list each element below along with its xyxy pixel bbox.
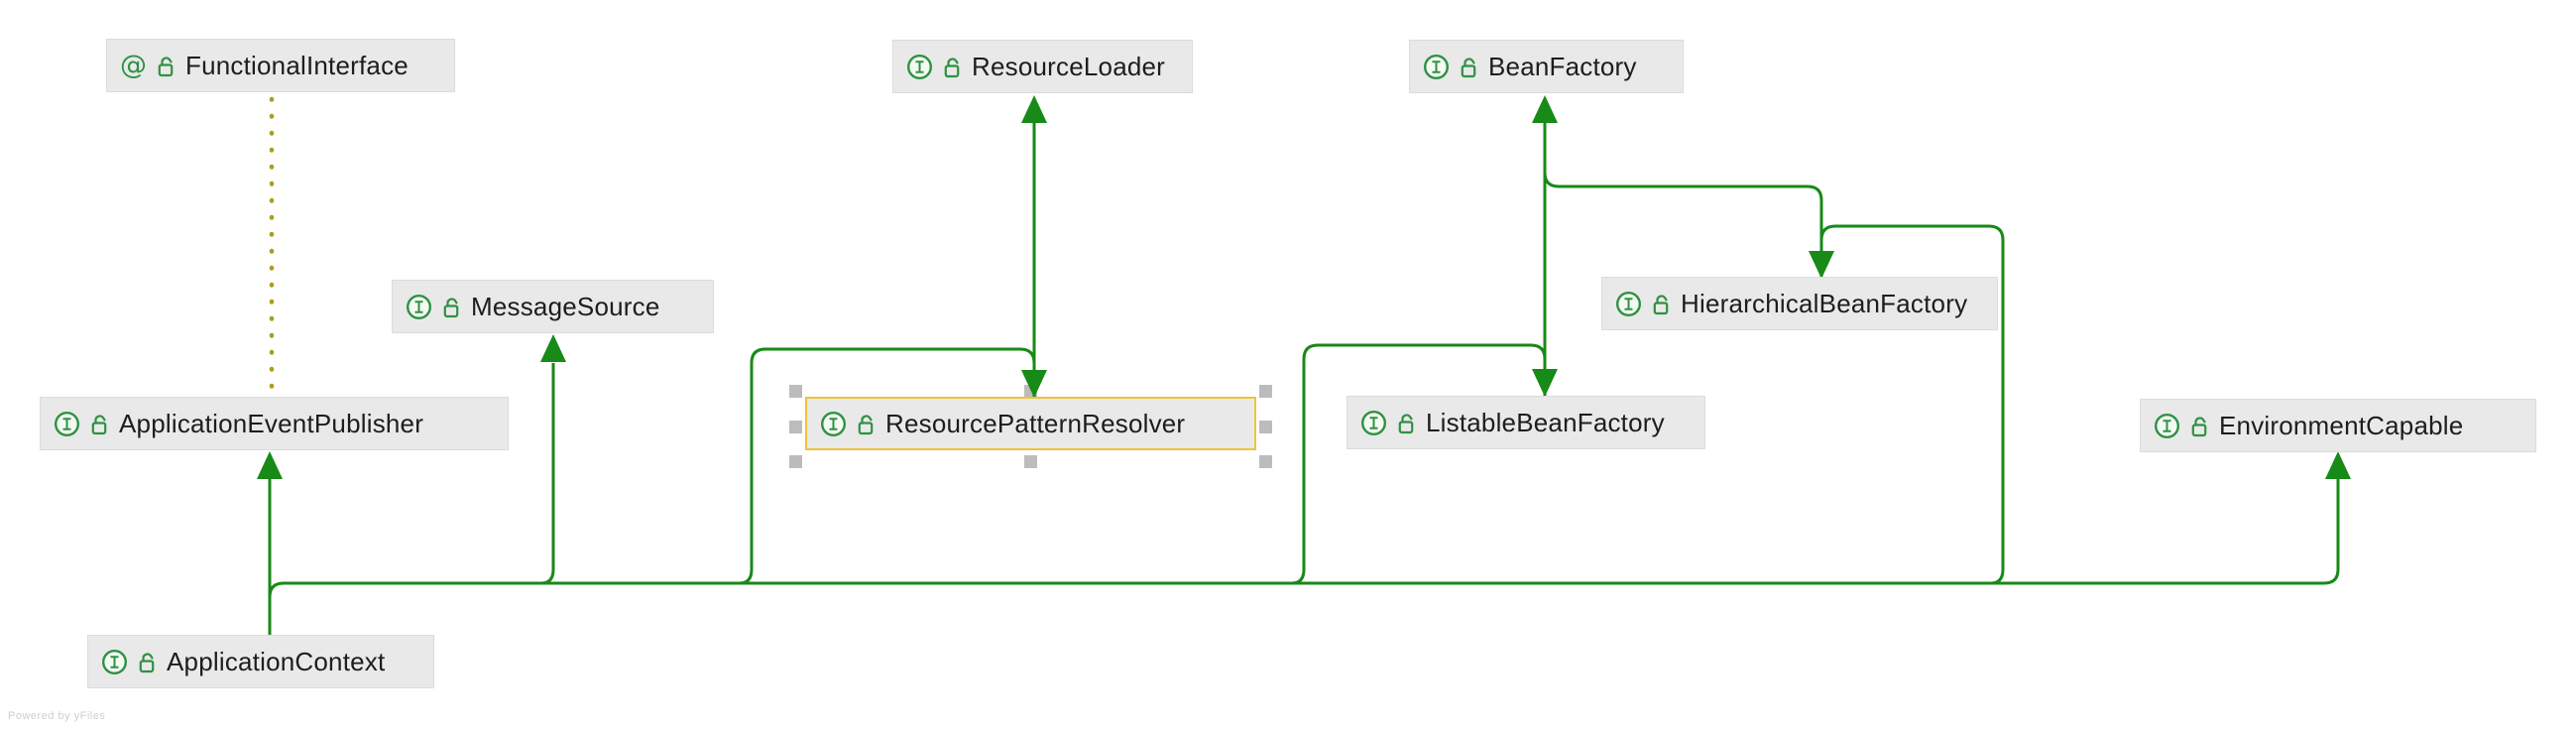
unlocked-padlock-icon bbox=[442, 294, 461, 319]
node-label: ResourceLoader bbox=[972, 51, 1166, 81]
node-label: ResourcePatternResolver bbox=[885, 408, 1186, 438]
node-label: HierarchicalBeanFactory bbox=[1681, 288, 1968, 318]
unlocked-padlock-icon bbox=[1652, 291, 1671, 316]
node-resourcepatternresolver[interactable]: ResourcePatternResolver bbox=[805, 397, 1256, 450]
node-label: ApplicationEventPublisher bbox=[119, 408, 424, 438]
unlocked-padlock-icon bbox=[943, 54, 962, 79]
arrowhead bbox=[1532, 95, 1558, 123]
node-label: ApplicationContext bbox=[167, 646, 386, 676]
resize-handle-bottom-center[interactable] bbox=[1024, 455, 1037, 468]
node-label: EnvironmentCapable bbox=[2219, 410, 2464, 440]
arrowhead bbox=[1021, 95, 1047, 123]
resize-handle-top-right[interactable] bbox=[1259, 385, 1272, 398]
node-environmentcapable[interactable]: EnvironmentCapable bbox=[2140, 399, 2536, 452]
node-label: BeanFactory bbox=[1488, 51, 1637, 81]
node-label: ListableBeanFactory bbox=[1426, 407, 1665, 437]
edge-applicationcontext-applicationeventpublisher[interactable] bbox=[257, 451, 283, 635]
interface-icon bbox=[406, 294, 432, 320]
unlocked-padlock-icon bbox=[2190, 413, 2209, 438]
unlocked-padlock-icon bbox=[857, 411, 876, 436]
interface-icon bbox=[1423, 54, 1450, 80]
interface-icon bbox=[820, 411, 847, 437]
unlocked-padlock-icon bbox=[157, 53, 176, 78]
interface-icon bbox=[101, 649, 128, 675]
resize-handle-top-left[interactable] bbox=[789, 385, 802, 398]
node-label: MessageSource bbox=[471, 291, 660, 321]
unlocked-padlock-icon bbox=[90, 411, 109, 436]
arrowhead bbox=[2325, 451, 2351, 479]
edge-applicationcontext-messagesource[interactable] bbox=[540, 334, 566, 585]
edge-applicationcontext-environmentcapable[interactable] bbox=[268, 451, 2351, 598]
svg-text:@: @ bbox=[120, 53, 147, 79]
edge-applicationcontext-listablebeanfactory[interactable] bbox=[1291, 343, 1558, 585]
arrowhead bbox=[257, 451, 283, 479]
edge-listablebeanfactory-beanfactory[interactable] bbox=[1532, 95, 1558, 396]
unlocked-padlock-icon bbox=[1460, 54, 1478, 79]
node-resourceloader[interactable]: ResourceLoader bbox=[892, 40, 1193, 93]
resize-handle-bottom-right[interactable] bbox=[1259, 455, 1272, 468]
unlocked-padlock-icon bbox=[138, 649, 157, 674]
interface-icon bbox=[1360, 410, 1387, 436]
unlocked-padlock-icon bbox=[1397, 410, 1416, 435]
yfiles-watermark: Powered by yFiles bbox=[8, 710, 106, 722]
node-hierarchicalbeanfactory[interactable]: HierarchicalBeanFactory bbox=[1601, 277, 1998, 330]
annotation-icon: @ bbox=[120, 53, 147, 79]
resize-handle-middle-right[interactable] bbox=[1259, 421, 1272, 433]
node-listablebeanfactory[interactable]: ListableBeanFactory bbox=[1347, 396, 1705, 449]
node-applicationcontext[interactable]: ApplicationContext bbox=[87, 635, 434, 688]
interface-icon bbox=[906, 54, 933, 80]
resize-handle-middle-left[interactable] bbox=[789, 421, 802, 433]
interface-icon bbox=[54, 411, 80, 437]
arrowhead bbox=[540, 334, 566, 362]
node-beanfactory[interactable]: BeanFactory bbox=[1409, 40, 1684, 93]
node-messagesource[interactable]: MessageSource bbox=[392, 280, 714, 333]
edge-resourcepatternresolver-resourceloader[interactable] bbox=[1021, 95, 1047, 397]
interface-icon bbox=[1615, 291, 1642, 317]
node-label: FunctionalInterface bbox=[185, 50, 409, 80]
edge-hierarchicalbeanfactory-beanfactory[interactable] bbox=[1543, 172, 1823, 278]
interface-icon bbox=[2154, 413, 2180, 439]
edge-applicationcontext-resourcepatternresolver[interactable] bbox=[739, 347, 1047, 585]
resize-handle-bottom-left[interactable] bbox=[789, 455, 802, 468]
node-functionalinterface[interactable]: @ FunctionalInterface bbox=[106, 39, 455, 92]
node-applicationeventpublisher[interactable]: ApplicationEventPublisher bbox=[40, 397, 509, 450]
